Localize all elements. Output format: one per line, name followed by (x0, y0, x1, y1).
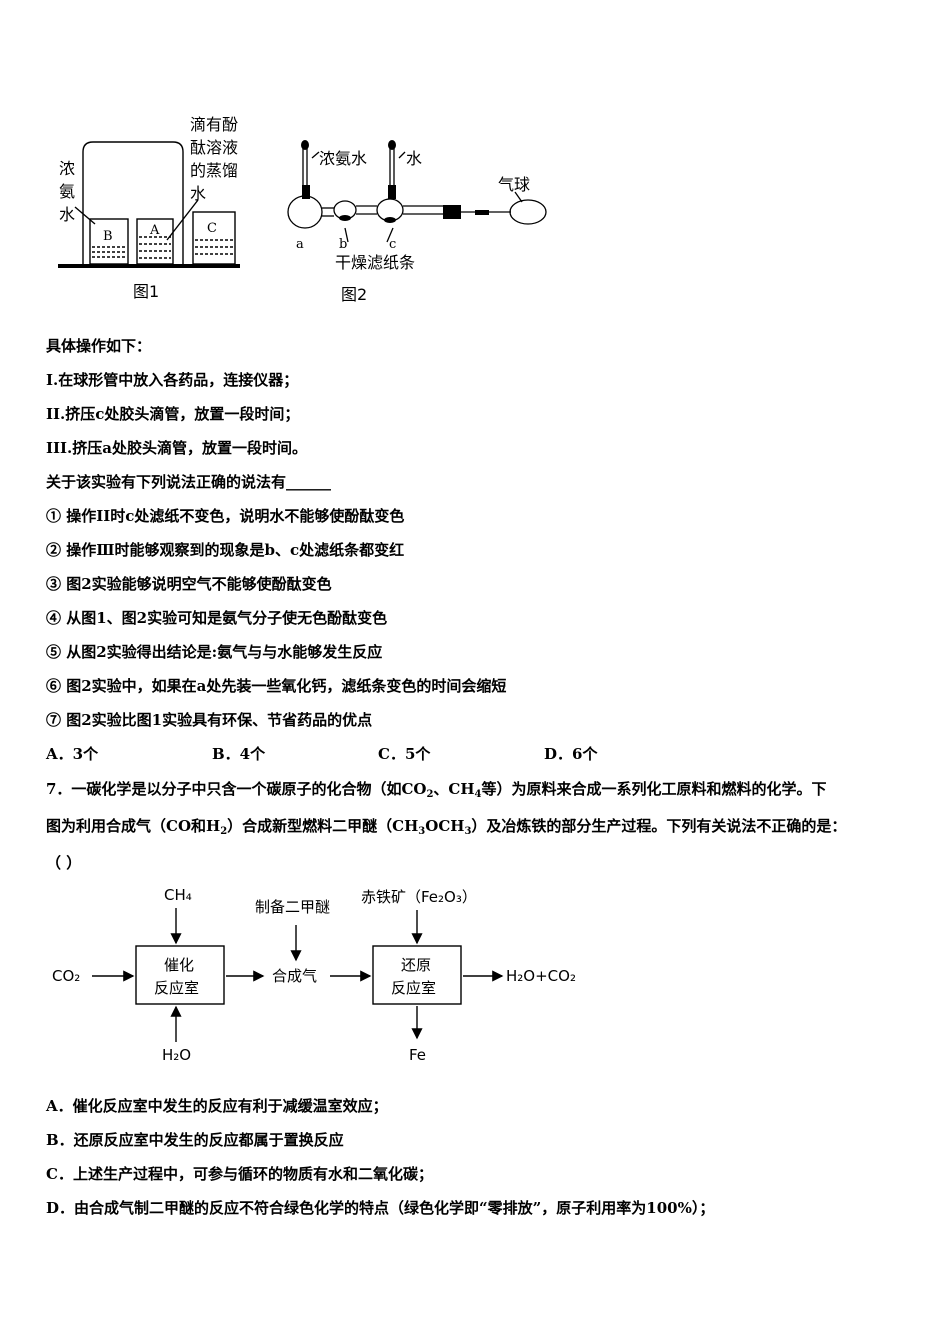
q6-option-a: A．3个 (46, 745, 99, 763)
q6-step-3: III.挤压a处胶头滴管，放置一段时间。 (46, 439, 307, 457)
figure-1-diagram: B A C 浓 氨 水 滴有酚 酞溶液 的蒸馏 水 图1 (58, 115, 240, 301)
q7-option-c: C．上述生产过程中，可参与循环的物质有水和二氧化碳； (46, 1165, 433, 1183)
figure-2-diagram: 浓氨水 水 气球 干燥滤纸条 图2 a b c (287, 140, 547, 304)
flow-make-dme: 制备二甲醚 (255, 898, 330, 916)
fig1-ammonia-label-1: 浓 (59, 159, 75, 178)
flow-products: H₂O+CO₂ (506, 967, 576, 985)
q6-statement-3: ③ 图2实验能够说明空气不能够使酚酞变色 (46, 575, 332, 593)
q7-stem-line-1: 7．一碳化学是以分子中只含一个碳原子的化合物（如CO2、CH4等）为原料来合成一… (46, 780, 827, 800)
q6-statement-6: ⑥ 图2实验中，如果在a处先装一些氧化钙，滤纸条变色的时间会缩短 (46, 677, 507, 695)
q6-statement-2: ② 操作Ⅲ时能够观察到的现象是b、c处滤纸条都变红 (46, 541, 405, 559)
fig2-caption: 图2 (341, 285, 367, 304)
fig1-ammonia-label-3: 水 (59, 205, 75, 224)
fig2-paper-label: 干燥滤纸条 (335, 253, 415, 272)
fig1-phenol-label-4: 水 (190, 184, 206, 203)
fig2-c-label: c (389, 237, 396, 252)
q7-option-a: A．催化反应室中发生的反应有利于减缓温室效应； (46, 1097, 388, 1115)
fig2-a-label: a (296, 237, 304, 252)
flow-box1-line1: 催化 (164, 956, 194, 974)
q6-statement-1: ① 操作II时c处滤纸不变色，说明水不能够使酚酞变色 (46, 507, 405, 525)
fig1-beaker-a-label: A (149, 223, 160, 238)
q6-step-1: I.在球形管中放入各药品，连接仪器； (46, 371, 299, 389)
q6-intro: 具体操作如下： (46, 337, 152, 355)
flow-co2: CO₂ (52, 967, 80, 985)
flow-syngas: 合成气 (272, 967, 317, 985)
q6-options: A．3个 B．4个 C．5个 D．6个 (46, 744, 597, 764)
flow-hematite: 赤铁矿（Fe₂O₃） (361, 888, 477, 906)
flow-h2o-in: H₂O (162, 1046, 191, 1064)
q6-option-d: D．6个 (544, 745, 598, 763)
flow-box1-line2: 反应室 (154, 979, 199, 997)
flow-ch4: CH₄ (164, 886, 192, 904)
fig1-phenol-label-2: 酞溶液 (190, 138, 238, 157)
fig2-ammonia-label: 浓氨水 (319, 149, 367, 168)
flow-box2-line2: 反应室 (391, 979, 436, 997)
fig1-phenol-label-1: 滴有酚 (190, 115, 238, 134)
fig2-balloon-label: 气球 (498, 175, 530, 194)
q6-statement-4: ④ 从图1、图2实验可知是氨气分子使无色酚酞变色 (46, 609, 388, 627)
fig1-beaker-c-label: C (207, 221, 217, 236)
flow-fe: Fe (409, 1046, 426, 1064)
flow-box2-line1: 还原 (401, 956, 431, 974)
q6-statement-5: ⑤ 从图2实验得出结论是:氨气与与水能够发生反应 (46, 643, 383, 661)
fig1-phenol-label-3: 的蒸馏 (190, 161, 238, 180)
q7-option-b: B．还原反应室中发生的反应都属于置换反应 (46, 1131, 344, 1149)
fig2-b-label: b (339, 237, 347, 252)
fig1-ammonia-label-2: 氨 (59, 182, 75, 201)
q7-option-d: D．由合成气制二甲醚的反应不符合绿色化学的特点（绿色化学即“零排放”，原子利用率… (46, 1199, 715, 1217)
q6-option-b: B．4个 (212, 745, 266, 763)
q7-answer-paren: （ ） (46, 854, 82, 872)
q6-statement-7: ⑦ 图2实验比图1实验具有环保、节省药品的优点 (46, 711, 373, 729)
q6-prompt: 关于该实验有下列说法正确的说法有______ (46, 473, 332, 491)
q6-option-c: C．5个 (378, 745, 431, 763)
fig2-water-label: 水 (406, 149, 422, 168)
fig1-caption: 图1 (133, 282, 159, 301)
fig1-beaker-b-label: B (103, 229, 113, 244)
process-flow-diagram: CH₄ CO₂ H₂O 催化 反应室 制备二甲醚 合成气 赤铁矿（Fe₂O₃） … (52, 886, 576, 1064)
q6-step-2: II.挤压c处胶头滴管，放置一段时间； (46, 405, 300, 423)
q7-stem-line-2: 图为利用合成气（CO和H2）合成新型燃料二甲醚（CH3OCH3）及冶炼铁的部分生… (46, 817, 847, 837)
